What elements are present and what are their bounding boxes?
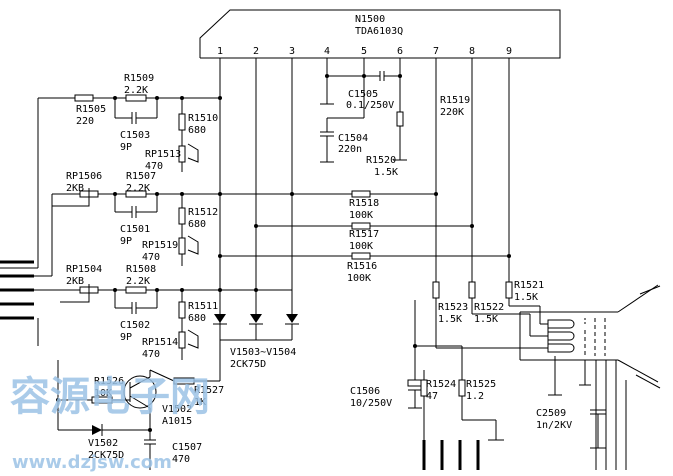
- c1507-ref: C1507: [172, 442, 202, 453]
- r1511-ref: R1511: [188, 301, 218, 312]
- r1518-ref: R1518: [349, 198, 379, 209]
- rp1506-value: 2KB: [66, 183, 84, 194]
- c1503-value: 9P: [120, 142, 132, 153]
- r1520-ref: R1520: [366, 155, 396, 166]
- input-connector: [0, 260, 39, 346]
- r1527-value: 1K: [194, 397, 206, 408]
- v1503-ref: V1503~V1504: [230, 347, 296, 358]
- c1504-value: 220n: [338, 144, 362, 155]
- r1527-ref: R1527: [194, 385, 224, 396]
- ic-pin-4: 4: [324, 46, 330, 57]
- watermark-chinese: 容源电子网: [10, 374, 210, 420]
- feedback-resistors: [218, 190, 511, 260]
- r1508-ref: R1508: [126, 264, 156, 275]
- v1502-diode-ref: V1502: [88, 438, 118, 449]
- ic-ref-label: N1500: [355, 14, 385, 25]
- ic-pin-6: 6: [397, 46, 403, 57]
- r1519-value: 220K: [440, 107, 464, 118]
- c1505-value: 0.1/250V: [346, 100, 394, 111]
- rp1504-ref: RP1504: [66, 264, 102, 275]
- c1501-ref: C1501: [120, 224, 150, 235]
- r1520-value: 1.5K: [374, 167, 398, 178]
- rp1519-ref: RP1519: [142, 240, 178, 251]
- r1508-value: 2.2K: [126, 276, 150, 287]
- r1510-ref: R1510: [188, 113, 218, 124]
- clamp-diodes: [213, 288, 299, 341]
- c1506-value: 10/250V: [350, 398, 392, 409]
- channel-1-network: [0, 94, 222, 269]
- r1522-value: 1.5K: [474, 314, 498, 325]
- rp1514-value: 470: [142, 349, 160, 360]
- r1510-value: 680: [188, 125, 206, 136]
- r1518-value: 100K: [349, 210, 373, 221]
- ic-pin-5: 5: [361, 46, 367, 57]
- v1503-value: 2CK75D: [230, 359, 266, 370]
- ic-pin-3: 3: [289, 46, 295, 57]
- ic-part-label: TDA6103Q: [355, 26, 403, 37]
- rp1513-value: 470: [145, 161, 163, 172]
- crt-tube: [519, 284, 661, 470]
- r1519-ref: R1519: [440, 95, 470, 106]
- r1512-value: 680: [188, 219, 206, 230]
- r1511-value: 680: [188, 313, 206, 324]
- pin456-network: [320, 68, 407, 163]
- supply-network: [407, 300, 504, 470]
- v1502-transistor-value: A1015: [162, 416, 192, 427]
- v1502-transistor-ref: V1502: [162, 404, 192, 415]
- blanking-transistor: [56, 360, 220, 470]
- r1516-ref: R1516: [347, 261, 377, 272]
- r1521-ref: R1521: [514, 280, 544, 291]
- c1506-ref: C1506: [350, 386, 380, 397]
- ic-pin-8: 8: [469, 46, 475, 57]
- r1526-value: 10K: [94, 388, 112, 399]
- watermark-url: www.dzjsw.com: [12, 452, 172, 473]
- ic-n1500: N1500 TDA6103Q 1 2 3 4 5 6 7 8 9: [199, 9, 561, 59]
- c1502-ref: C1502: [120, 320, 150, 331]
- ic-pin-2: 2: [253, 46, 259, 57]
- r1522-ref: R1522: [474, 302, 504, 313]
- r1505-ref: R1505: [76, 104, 106, 115]
- r1525-ref: R1525: [466, 379, 496, 390]
- channel-3-network: [0, 284, 220, 360]
- ic-pin-1: 1: [217, 46, 223, 57]
- c2509-value: 1n/2KV: [536, 420, 572, 431]
- r1520-body: [396, 111, 404, 127]
- c1503-ref: C1503: [120, 130, 150, 141]
- r1523-ref: R1523: [438, 302, 468, 313]
- v1502-diode-value: 2CK75D: [88, 450, 124, 461]
- r1516-value: 100K: [347, 273, 371, 284]
- c1507-value: 470: [172, 454, 190, 465]
- r1512-ref: R1512: [188, 207, 218, 218]
- rp1504-value: 2KB: [66, 276, 84, 287]
- rp1513-ref: RP1513: [145, 149, 181, 160]
- r1525-value: 1.2: [466, 391, 484, 402]
- r1524-ref: R1524: [426, 379, 456, 390]
- r1509-ref: R1509: [124, 73, 154, 84]
- r1509-value: 2.2K: [124, 85, 148, 96]
- c1505-ref: C1505: [348, 89, 378, 100]
- r1517-ref: R1517: [349, 229, 379, 240]
- r1524-value: 47: [426, 391, 438, 402]
- c1504-ref: C1504: [338, 133, 368, 144]
- r1517-value: 100K: [349, 241, 373, 252]
- r1521-value: 1.5K: [514, 292, 538, 303]
- r1526-ref: R1526: [94, 376, 124, 387]
- rp1506-ref: RP1506: [66, 171, 102, 182]
- r1507-ref: R1507: [126, 171, 156, 182]
- c2509-ref: C2509: [536, 408, 566, 419]
- r1523-value: 1.5K: [438, 314, 462, 325]
- ic-pin-7: 7: [433, 46, 439, 57]
- r1505-value: 220: [76, 116, 94, 127]
- ic-pin-9: 9: [506, 46, 512, 57]
- c1502-value: 9P: [120, 332, 132, 343]
- rp1514-ref: RP1514: [142, 337, 178, 348]
- r1507-value: 2.2K: [126, 183, 150, 194]
- rp1519-value: 470: [142, 252, 160, 263]
- c1501-value: 9P: [120, 236, 132, 247]
- ic-pin-leads: [219, 58, 510, 68]
